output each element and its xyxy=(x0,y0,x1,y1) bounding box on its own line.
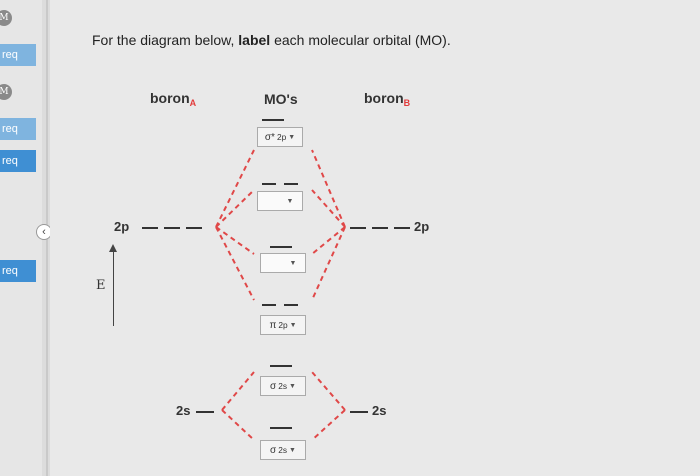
question-prompt: For the diagram below, label each molecu… xyxy=(92,32,451,48)
mo-select-5-value: σ xyxy=(270,380,277,392)
right-2p-level-3 xyxy=(394,227,410,229)
mo-select-5-sub: 2s xyxy=(278,381,288,391)
dash-right-to-sigma-2s xyxy=(311,371,346,411)
mo-select-2[interactable]: ▼ xyxy=(257,191,303,211)
left-2p-level-3 xyxy=(186,227,202,229)
mo-level-2a xyxy=(262,183,276,185)
left-2p-level-2 xyxy=(164,227,180,229)
chevron-down-icon: ▼ xyxy=(289,259,297,267)
chevron-down-icon: ▼ xyxy=(286,197,294,205)
left-2p-level-1 xyxy=(142,227,158,229)
chevron-down-icon: ▼ xyxy=(289,446,296,454)
dash-right-to-mo3 xyxy=(311,226,346,255)
dash-left-to-sigma-star xyxy=(215,149,255,228)
right-2p-level-1 xyxy=(350,227,366,229)
mo-select-6-sub: 2s xyxy=(278,445,288,455)
mo-level-sigma-2s xyxy=(270,427,292,429)
mo-level-pi-a xyxy=(262,304,276,306)
dash-right-to-mo2 xyxy=(311,189,346,228)
dash-left-to-sigma-2s-low xyxy=(221,409,255,441)
column-header-mos: MO's xyxy=(264,91,298,107)
sidebar-item-req-2[interactable]: req xyxy=(0,118,36,140)
mo-select-1[interactable]: σ*2p▼ xyxy=(257,127,303,147)
mo-select-4-sub: 2p xyxy=(278,320,288,330)
right-2p-level-2 xyxy=(372,227,388,229)
prompt-text: For the diagram below, xyxy=(92,32,239,48)
dash-left-to-mo2 xyxy=(215,189,255,228)
mo-select-1-sub: 2p xyxy=(276,132,287,142)
mo-level-sigma-star xyxy=(262,119,284,121)
energy-axis xyxy=(113,252,114,326)
chevron-down-icon: ▼ xyxy=(289,382,296,390)
column-header-boron-b: boronB xyxy=(364,90,411,108)
sidebar: M req M req req req xyxy=(0,0,42,476)
mo-level-3 xyxy=(270,246,292,248)
left-2s-level xyxy=(196,411,214,413)
mo-level-pi-b xyxy=(284,304,298,306)
dash-left-to-sigma-2s xyxy=(221,371,255,411)
left-2p-label: 2p xyxy=(114,219,130,234)
chevron-down-icon: ▼ xyxy=(288,133,296,141)
mo-select-4-value: π xyxy=(269,319,277,331)
sidebar-badge-1[interactable]: M xyxy=(0,10,12,26)
prompt-bold: label xyxy=(238,32,271,48)
column-header-boron-a: boronA xyxy=(150,90,197,108)
dash-left-to-pi xyxy=(215,226,255,301)
chevron-down-icon: ▼ xyxy=(289,321,297,329)
dash-right-to-sigma-star xyxy=(311,149,346,228)
mo-select-3[interactable]: ▼ xyxy=(260,253,306,273)
right-2s-level xyxy=(350,411,368,413)
energy-label: E xyxy=(96,278,106,293)
sidebar-item-req-1[interactable]: req xyxy=(0,44,36,66)
dash-right-to-sigma-2s-low xyxy=(311,409,346,441)
question-panel xyxy=(50,0,700,476)
energy-arrow-icon xyxy=(109,244,117,252)
right-2p-label: 2p xyxy=(414,219,430,234)
mo-level-sigma-2s-star xyxy=(270,365,292,367)
mo-level-2b xyxy=(284,183,298,185)
dash-right-to-pi xyxy=(311,226,346,301)
sidebar-item-req-3[interactable]: req xyxy=(0,150,36,172)
mo-select-6-value: σ xyxy=(270,444,277,456)
dash-left-to-mo3 xyxy=(215,226,255,255)
left-2s-label: 2s xyxy=(176,403,191,418)
right-2s-label: 2s xyxy=(372,403,387,418)
sidebar-badge-2[interactable]: M xyxy=(0,84,12,100)
prompt-text-end: each molecular orbital (MO). xyxy=(270,32,451,48)
sidebar-item-req-4[interactable]: req xyxy=(0,260,36,282)
mo-select-1-value: σ* xyxy=(264,131,275,143)
